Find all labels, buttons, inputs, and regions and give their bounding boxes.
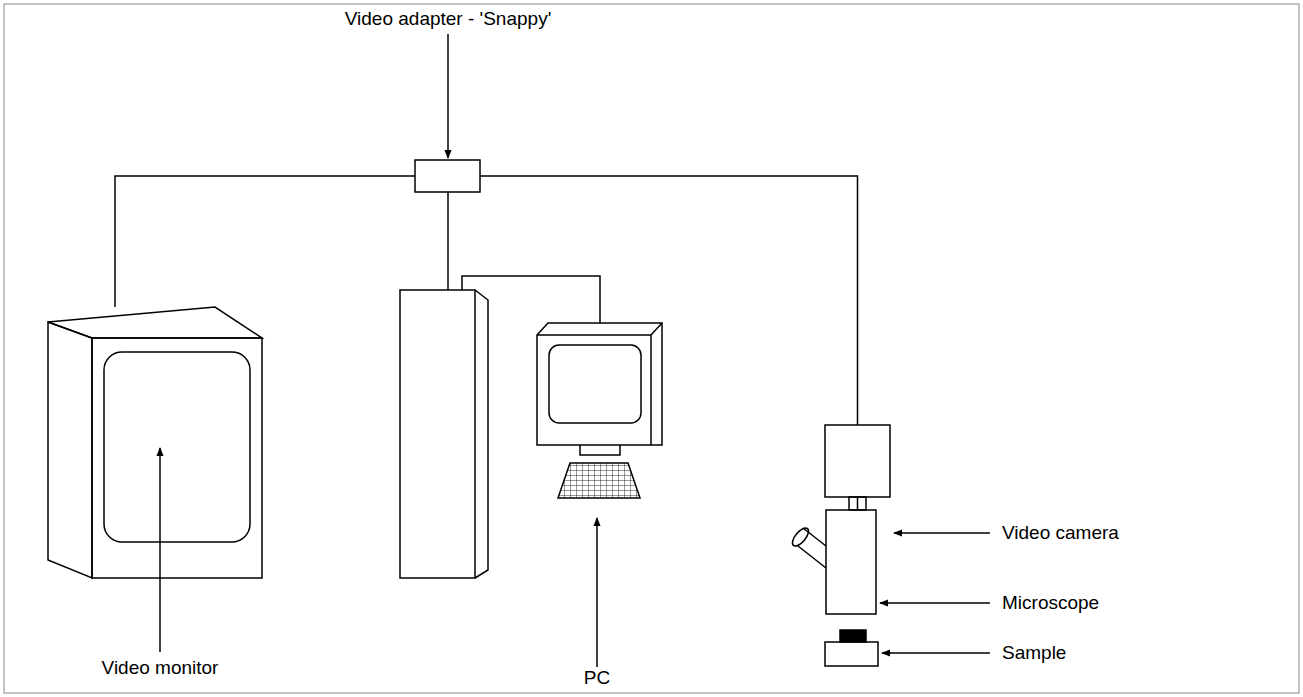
leader-arrow [880, 602, 990, 604]
video-monitor-shape [48, 307, 262, 578]
leader-arrows [160, 34, 990, 672]
leader-arrow [894, 532, 990, 534]
part-label: Microscope [1000, 592, 1101, 614]
leader-arrow [882, 652, 990, 654]
video-cable [857, 497, 859, 510]
microscope-shape [795, 510, 876, 614]
part-label: Sample [1000, 642, 1068, 664]
leader-arrow [596, 518, 598, 672]
sample-shape [825, 630, 878, 666]
video-monitor: Video monitor [48, 307, 262, 578]
leader-arrow [159, 448, 161, 652]
pc: PC [400, 290, 662, 500]
part-label: Video adapter - 'Snappy' [343, 8, 554, 30]
video-cable [447, 192, 449, 290]
video-cable [115, 176, 415, 307]
part-label: PC [582, 667, 612, 689]
coupler [849, 497, 866, 510]
leader-arrow [447, 34, 449, 158]
part-label: Video camera [1000, 522, 1121, 544]
pc-shape [400, 290, 662, 500]
video-adapter-shape [415, 160, 480, 192]
video-adapter: Video adapter - 'Snappy' [415, 160, 480, 192]
microscope: Microscope [795, 510, 876, 614]
part-label: Video monitor [100, 657, 221, 679]
frame [4, 4, 1299, 693]
video-camera: Video camera [825, 425, 890, 497]
pc-cable [462, 276, 600, 323]
sample: Sample [825, 630, 878, 666]
video-camera-shape [825, 425, 890, 497]
